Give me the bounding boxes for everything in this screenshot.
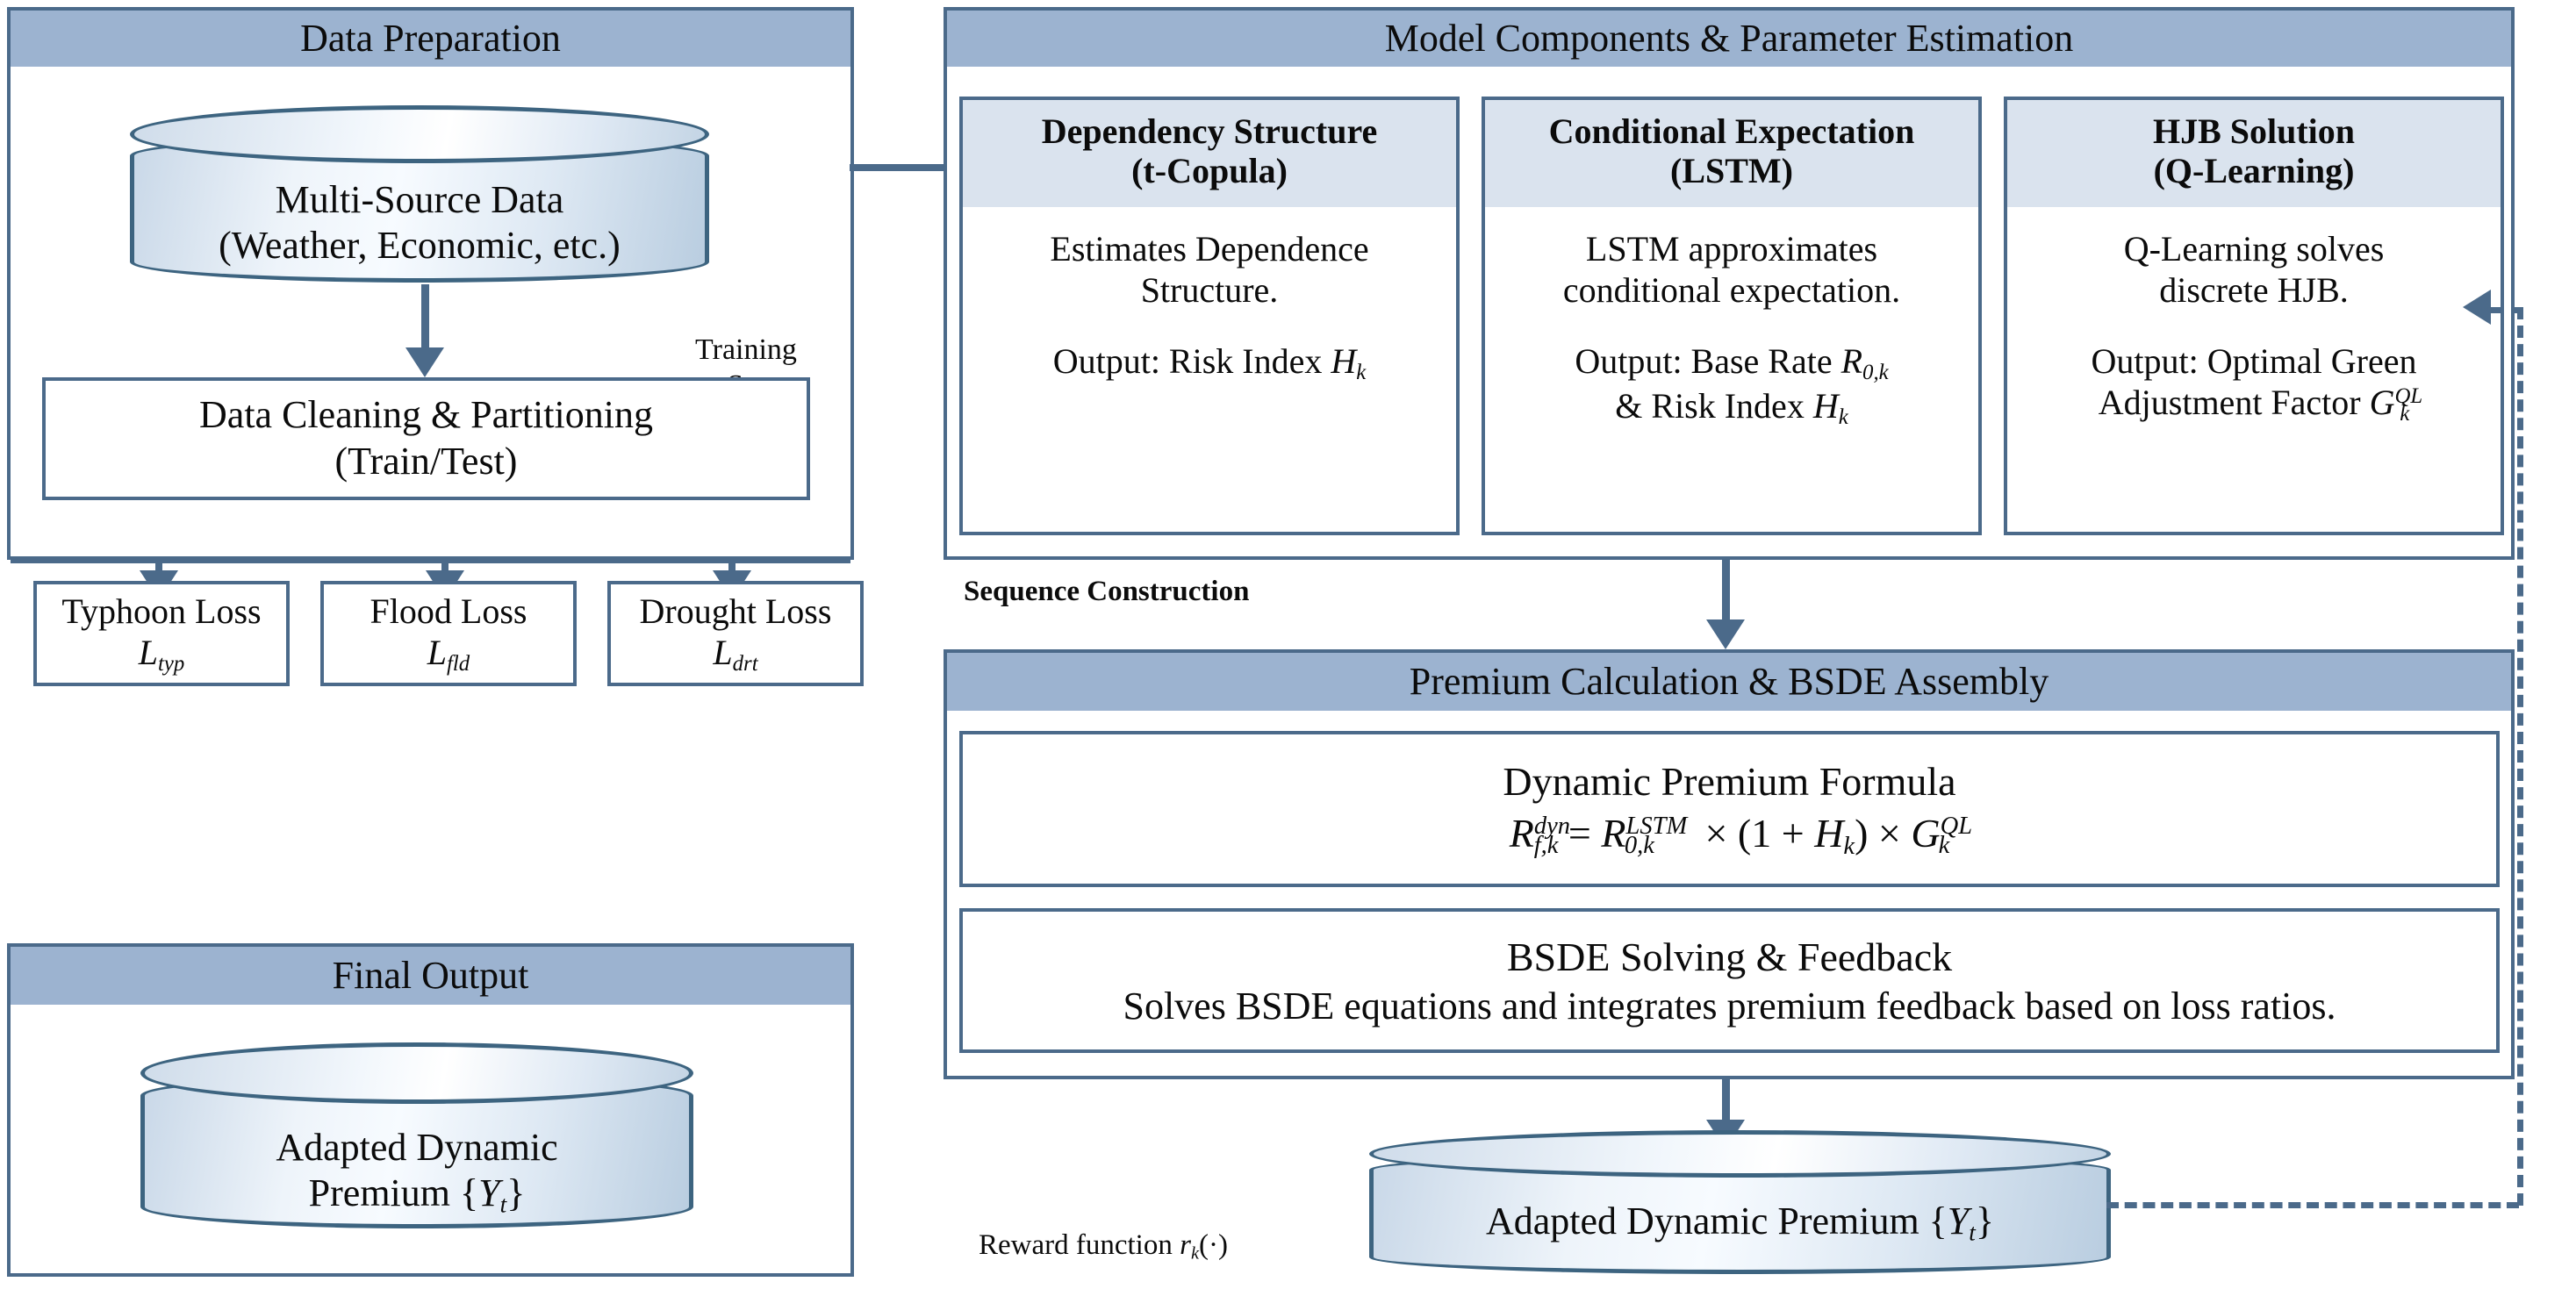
card-body-output-line-1: Output: Optimal Green <box>2091 340 2417 381</box>
cylinder-line-2: (Weather, Economic, etc.) <box>219 223 621 267</box>
bsde-solving-box: BSDE Solving & Feedback Solves BSDE equa… <box>959 908 2500 1053</box>
card-title-line-1: HJB Solution <box>2152 111 2356 151</box>
card-body-description: Estimates Dependence Structure. <box>1050 228 1368 311</box>
card-dependency-structure-title: Dependency Structure (t-Copula) <box>963 100 1456 207</box>
loss-box-typhoon-name: Typhoon Loss <box>61 591 262 631</box>
final-output-line-1: Adapted Dynamic <box>276 1126 558 1169</box>
card-body-line-2: conditional expectation. <box>1562 269 1901 310</box>
reward-function-line-1: Reward function rk(·) <box>979 1229 1228 1264</box>
card-conditional-expectation-title: Conditional Expectation (LSTM) <box>1485 100 1978 207</box>
connector-premium-to-output <box>1722 1079 1730 1125</box>
card-dependency-structure-body: Estimates Dependence Structure. Output: … <box>963 206 1456 532</box>
dynamic-premium-formula-box: Dynamic Premium Formula Rdynf,k = RLSTM0… <box>959 731 2500 887</box>
loss-box-typhoon: Typhoon Loss Ltyp <box>33 581 290 686</box>
card-title-line-2: (LSTM) <box>1670 150 1793 190</box>
model-components-header: Model Components & Parameter Estimation <box>947 11 2511 67</box>
loss-box-drought-name: Drought Loss <box>639 591 832 631</box>
card-body-line-1: Estimates Dependence <box>1050 228 1369 269</box>
multi-source-data-label: Multi-Source Data (Weather, Economic, et… <box>130 177 709 269</box>
card-dependency-structure: Dependency Structure (t-Copula) Estimate… <box>959 97 1460 535</box>
feedback-dashed-top-segment <box>2488 307 2523 313</box>
bsde-description: Solves BSDE equations and integrates pre… <box>1123 984 2336 1028</box>
card-hjb-solution: HJB Solution (Q-Learning) Q-Learning sol… <box>2004 97 2504 535</box>
loss-box-drought-symbol: Ldrt <box>713 633 758 676</box>
card-body-output-line-2: & Risk Index Hk <box>1615 386 1848 430</box>
premium-calculation-header: Premium Calculation & BSDE Assembly <box>947 653 2511 711</box>
card-body-output-line-2: Adjustment Factor GQLk <box>2098 383 2423 426</box>
feedback-dashed-vertical <box>2517 307 2523 1206</box>
final-output-line-2: Premium {Yt} <box>308 1171 526 1218</box>
card-body-description: LSTM approximates conditional expectatio… <box>1563 228 1900 311</box>
loss-branch-stem-drought <box>728 556 735 576</box>
card-conditional-expectation-body: LSTM approximates conditional expectatio… <box>1485 206 1978 532</box>
multi-source-data-cylinder: Multi-Source Data (Weather, Economic, et… <box>130 105 709 285</box>
loss-box-flood-symbol: Lfld <box>427 633 470 676</box>
formula-expression: Rdynf,k = RLSTM0,k × (1 + Hk) × GQLk <box>1509 810 1973 860</box>
adapted-dynamic-premium-label: Adapted Dynamic Premium {Yt} <box>1486 1199 1994 1246</box>
loss-branch-horizontal <box>11 556 850 563</box>
loss-box-typhoon-symbol: Ltyp <box>138 633 185 676</box>
loss-box-flood-name: Flood Loss <box>370 591 527 631</box>
card-body-line-1: LSTM approximates <box>1585 228 1878 269</box>
card-body-output: Output: Optimal Green Adjustment Factor … <box>2091 340 2423 426</box>
card-title-line-2: (Q-Learning) <box>2153 150 2355 190</box>
card-body-output: Output: Base Rate R0,k & Risk Index Hk <box>1575 340 1888 430</box>
final-output-cylinder: Adapted Dynamic Premium {Yt} <box>140 1042 693 1232</box>
card-body-output-line-1: Output: Base Rate R0,k <box>1575 340 1889 384</box>
connector-source-to-cleaning <box>421 284 429 351</box>
card-body-line-2: discrete HJB. <box>2159 269 2349 310</box>
cylinder-top-ellipse <box>130 105 709 163</box>
arrow-model-to-premium <box>1706 619 1745 649</box>
card-body-line-1: Q-Learning solves <box>2123 228 2385 269</box>
formula-title: Dynamic Premium Formula <box>1503 758 1956 804</box>
feedback-dashed-horizontal <box>2106 1202 2519 1208</box>
cylinder-line-1: Multi-Source Data <box>275 178 564 221</box>
card-body-line-2: Structure. <box>1140 269 1279 310</box>
reward-function-annotation: Reward function rk(·) [Condition C2] <box>979 1108 1365 1289</box>
data-cleaning-box: Data Cleaning & Partitioning (Train/Test… <box>42 377 810 500</box>
data-preparation-header: Data Preparation <box>11 11 850 67</box>
final-output-header: Final Output <box>11 947 850 1005</box>
adapted-dynamic-premium-cylinder: Adapted Dynamic Premium {Yt} <box>1369 1130 2111 1279</box>
card-hjb-solution-body: Q-Learning solves discrete HJB. Output: … <box>2007 206 2501 532</box>
card-title-line-1: Dependency Structure <box>1041 111 1378 151</box>
data-cleaning-line-2: (Train/Test) <box>334 440 518 483</box>
loss-box-drought: Drought Loss Ldrt <box>607 581 864 686</box>
connector-model-to-premium <box>1722 560 1730 625</box>
bsde-title: BSDE Solving & Feedback <box>1506 934 1953 979</box>
loss-branch-stem-flood <box>441 556 448 576</box>
card-body-description: Q-Learning solves discrete HJB. <box>2124 228 2385 311</box>
sequence-construction-label: Sequence Construction <box>964 576 1250 607</box>
card-body-output: Output: Risk Index Hk <box>1052 340 1367 384</box>
loss-branch-stem-typhoon <box>155 556 162 576</box>
card-hjb-solution-title: HJB Solution (Q-Learning) <box>2007 100 2501 207</box>
connector-prep-to-model <box>850 164 955 171</box>
card-conditional-expectation: Conditional Expectation (LSTM) LSTM appr… <box>1482 97 1982 535</box>
final-output-label: Adapted Dynamic Premium {Yt} <box>140 1125 693 1219</box>
output-cylinder-top-ellipse <box>1369 1130 2111 1178</box>
card-title-line-1: Conditional Expectation <box>1548 111 1915 151</box>
final-cylinder-top-ellipse <box>140 1042 693 1104</box>
data-cleaning-line-1: Data Cleaning & Partitioning <box>199 393 653 437</box>
arrow-feedback-into-model-panel <box>2463 290 2491 325</box>
card-title-line-2: (t-Copula) <box>1131 150 1288 190</box>
loss-box-flood: Flood Loss Lfld <box>320 581 577 686</box>
arrow-source-to-cleaning <box>405 347 444 377</box>
